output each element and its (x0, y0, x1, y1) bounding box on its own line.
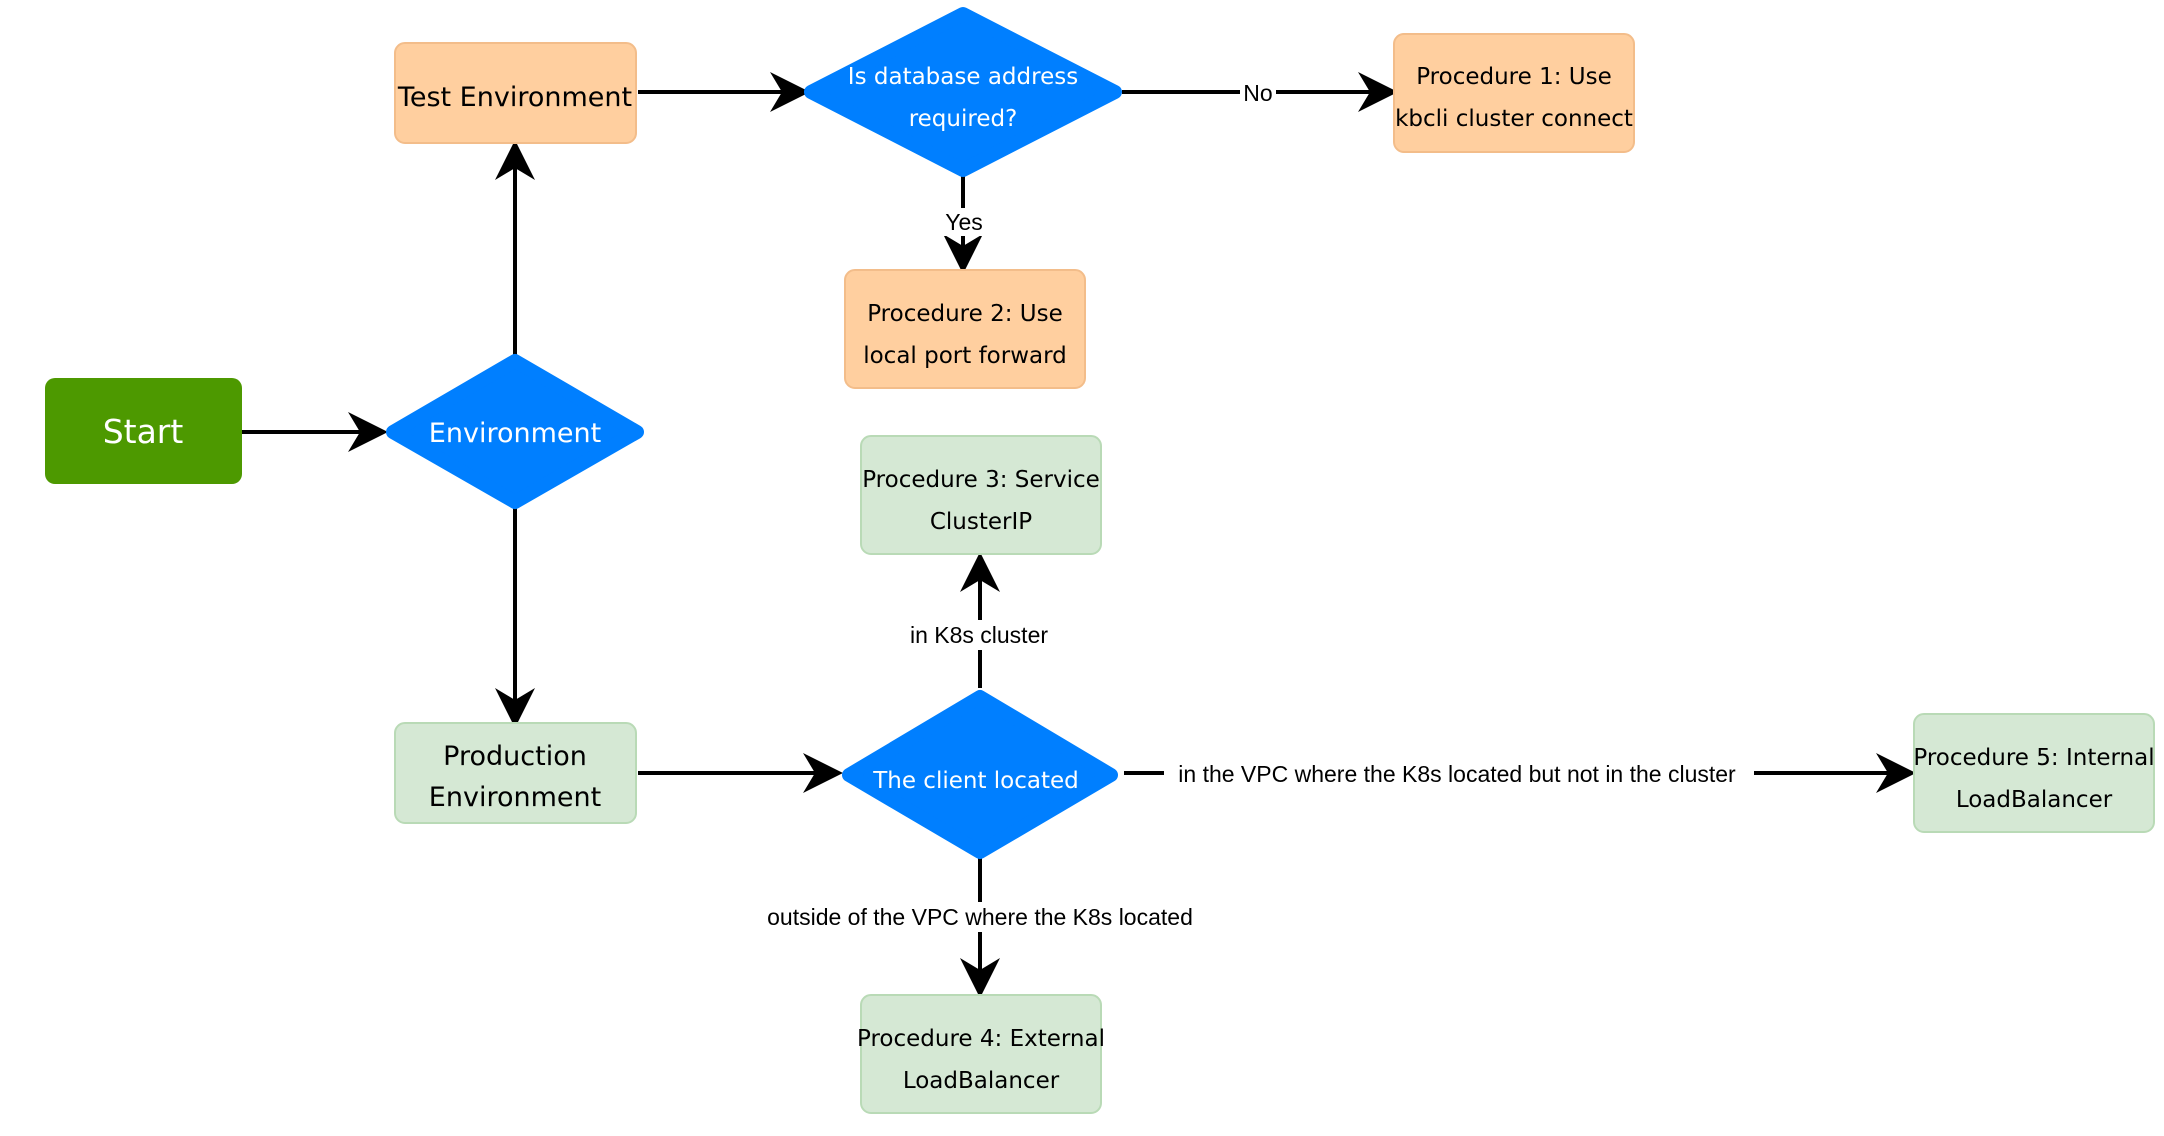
procedure-4-node: Procedure 4: External LoadBalancer (857, 994, 1105, 1114)
production-label-line2: Environment (429, 782, 601, 813)
client-located-decision: The client located (842, 690, 1118, 859)
production-environment-node: Production Environment (394, 722, 637, 824)
procedure-1-node: Procedure 1: Use kbcli cluster connect (1393, 33, 1635, 153)
edge-label-backgrounds (752, 78, 1754, 932)
procedure-5-box (1913, 713, 2155, 833)
procedure-4-line1: Procedure 4: External (857, 1026, 1105, 1052)
start-box (45, 378, 242, 484)
procedure-3-node: Procedure 3: Service ClusterIP (860, 435, 1102, 555)
outside-vpc-label: outside of the VPC where the K8s located (767, 904, 1193, 930)
client-located-label: The client located (872, 768, 1079, 794)
procedure-3-line2: ClusterIP (930, 509, 1032, 535)
environment-diamond (386, 354, 644, 509)
procedure-3-line1: Procedure 3: Service (862, 467, 1100, 493)
procedure-2-line1: Procedure 2: Use (867, 301, 1063, 327)
edge-labels: No Yes in K8s cluster in the VPC where t… (767, 80, 1736, 930)
start-node: Start (45, 378, 242, 484)
db-question-line1: Is database address (848, 64, 1078, 90)
test-environment-label: Test Environment (397, 82, 632, 113)
procedure-4-line2: LoadBalancer (903, 1068, 1060, 1094)
client-located-diamond (842, 690, 1118, 859)
environment-decision: Environment (386, 354, 644, 509)
db-address-decision: Is database address required? (804, 7, 1122, 177)
procedure-1-line2: kbcli cluster connect (1395, 106, 1633, 132)
in-k8s-label-bg (900, 620, 1060, 650)
procedure-3-box (860, 435, 1102, 555)
procedure-5-line2: LoadBalancer (1956, 787, 2113, 813)
procedure-5-node: Procedure 5: Internal LoadBalancer (1913, 713, 2155, 833)
production-label-line1: Production (443, 741, 587, 772)
no-label-bg (1240, 78, 1276, 106)
outside-vpc-label-bg (752, 902, 1208, 932)
start-label: Start (103, 412, 184, 451)
procedure-2-line2: local port forward (863, 343, 1067, 369)
procedure-5-line1: Procedure 5: Internal (1913, 745, 2154, 771)
yes-label: Yes (945, 209, 983, 235)
no-label: No (1243, 80, 1272, 106)
procedure-4-box (860, 994, 1102, 1114)
db-address-diamond (804, 7, 1122, 177)
test-environment-node: Test Environment (394, 42, 637, 144)
procedure-1-line1: Procedure 1: Use (1416, 64, 1612, 90)
procedure-1-box (1393, 33, 1635, 153)
in-vpc-label-bg (1164, 759, 1754, 789)
yes-label-bg (940, 208, 988, 236)
test-environment-box (394, 42, 637, 144)
environment-label: Environment (429, 418, 601, 449)
production-environment-box (394, 722, 637, 824)
db-question-line2: required? (909, 106, 1018, 132)
in-k8s-cluster-label: in K8s cluster (910, 622, 1048, 648)
in-vpc-label: in the VPC where the K8s located but not… (1178, 761, 1736, 787)
procedure-2-node: Procedure 2: Use local port forward (844, 269, 1086, 389)
procedure-2-box (844, 269, 1086, 389)
